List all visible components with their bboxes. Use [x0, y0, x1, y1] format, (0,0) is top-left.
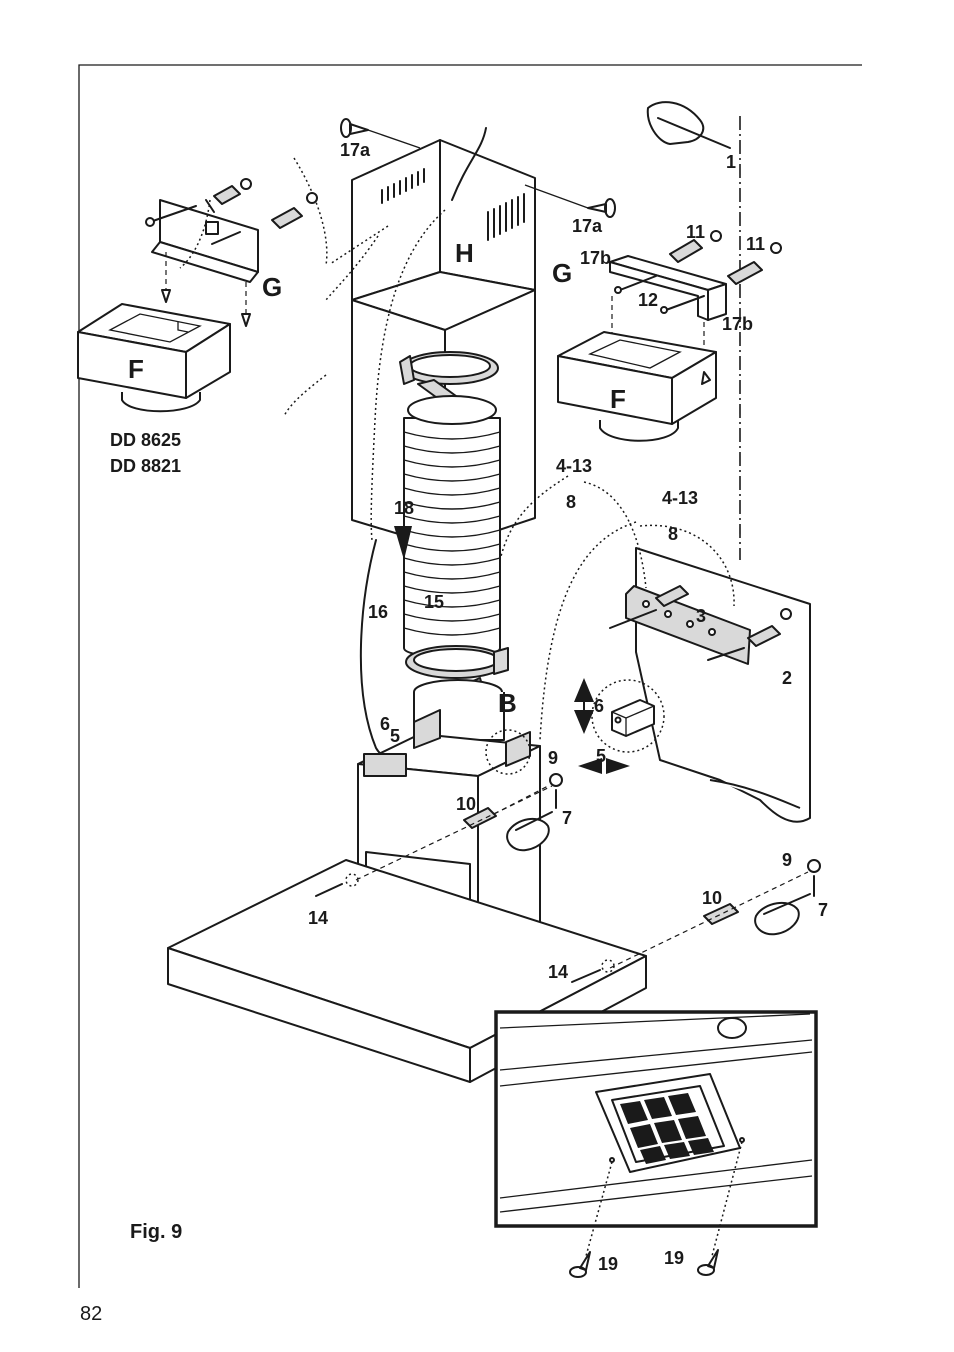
- label-15: 15: [424, 592, 444, 612]
- screw-path: [609, 871, 809, 969]
- label-1: 1: [726, 152, 736, 172]
- label-H: H: [455, 238, 474, 268]
- mounting-bracket-detail: [611, 699, 655, 737]
- label-B: B: [498, 688, 517, 718]
- drill-hole: [770, 242, 782, 254]
- label-17a-right: 17a: [572, 216, 603, 236]
- page-number: 82: [80, 1303, 102, 1325]
- model-dd8821: DD 8821: [110, 456, 181, 476]
- label-11-a: 11: [686, 222, 705, 242]
- label-6-motor: 6: [380, 714, 390, 734]
- label-19-right: 19: [664, 1248, 684, 1268]
- guide-line: [283, 374, 327, 417]
- label-8-lower: 8: [668, 524, 678, 544]
- figure-caption: Fig. 9: [130, 1221, 182, 1243]
- bracket-G-right: [609, 255, 727, 321]
- screw-path: [585, 1161, 613, 1257]
- label-G-right: G: [552, 258, 572, 288]
- guide-line: [293, 157, 328, 266]
- chimney-vents-left: [381, 168, 425, 204]
- drill-hole: [807, 859, 821, 873]
- screw-14-right-icon: [571, 959, 615, 983]
- label-8-upper: 8: [566, 492, 576, 512]
- wall-panel-2: [609, 547, 811, 823]
- label-17b-top: 17b: [580, 248, 611, 268]
- label-19-left: 19: [598, 1254, 618, 1274]
- wall-plug-11-a-icon: [669, 239, 703, 263]
- hand-marking-icon: [646, 101, 731, 149]
- label-F-left: F: [128, 354, 144, 384]
- duct-clamp-top: [399, 351, 499, 401]
- label-F-right: F: [610, 384, 626, 414]
- wall-plug-G-left-1-icon: [213, 178, 252, 205]
- label-3: 3: [696, 606, 706, 626]
- dotted-arc: [639, 524, 735, 607]
- vertical-adjust-arrow-icon: [574, 678, 594, 734]
- screw-19-left-icon: [569, 1251, 591, 1278]
- arrow-18-icon: [394, 526, 412, 560]
- guide-line: [325, 235, 379, 301]
- small-screw-icon: [161, 289, 171, 303]
- grease-filter-grid: [620, 1093, 714, 1164]
- hand-marking-middle-icon: [506, 811, 553, 852]
- label-14-right: 14: [548, 962, 568, 982]
- label-17b-bottom: 17b: [722, 314, 753, 334]
- screw-14-left-icon: [315, 873, 359, 897]
- label-11-b: 11: [746, 234, 765, 254]
- wall-plug-10-middle-icon: [463, 807, 497, 829]
- label-18: 18: [394, 498, 414, 518]
- wall-plug-10-right-icon: [703, 903, 739, 925]
- detail-circle: [485, 729, 531, 775]
- label-9-right: 9: [782, 850, 792, 870]
- label-5-detail: 5: [596, 746, 606, 766]
- flexible-duct-15: [403, 395, 501, 658]
- page-frame: [78, 64, 862, 1288]
- screw-17a-left-icon: [340, 118, 421, 149]
- wall-plug-G-left-2-icon: [271, 192, 318, 229]
- horizontal-adjust-arrow-icon: [578, 758, 630, 774]
- screw-path: [355, 785, 553, 881]
- label-6-detail: 6: [594, 696, 604, 716]
- label-14-left: 14: [308, 908, 328, 928]
- label-7-right: 7: [818, 900, 828, 920]
- label-7-middle: 7: [562, 808, 572, 828]
- label-4-13-lower: 4-13: [662, 488, 698, 508]
- label-12: 12: [638, 290, 658, 310]
- label-10-middle: 10: [456, 794, 476, 814]
- bracket-G-left: [145, 199, 259, 283]
- drill-hole: [710, 230, 722, 242]
- label-17a-left: 17a: [340, 140, 371, 160]
- label-9-middle: 9: [548, 748, 558, 768]
- wall-plug-11-b-icon: [727, 261, 763, 285]
- small-screw-icon: [241, 313, 251, 327]
- inset-filter-detail: [494, 1010, 818, 1228]
- model-dd8625: DD 8625: [110, 430, 181, 450]
- detail-circle-mount: [591, 679, 665, 753]
- screw-19-right-icon: [697, 1249, 719, 1276]
- screw-17a-right-icon: [524, 184, 616, 218]
- hand-marking-right-icon: [754, 893, 811, 936]
- label-16: 16: [368, 602, 388, 622]
- label-2: 2: [782, 668, 792, 688]
- dotted-arc: [583, 481, 647, 589]
- drill-hole: [549, 773, 563, 787]
- filter-housing-F-left: [77, 303, 231, 413]
- label-10-right: 10: [702, 888, 722, 908]
- label-5-motor: 5: [390, 726, 400, 746]
- guide-line: [329, 225, 389, 265]
- label-4-13-upper: 4-13: [556, 456, 592, 476]
- label-G-left: G: [262, 272, 282, 302]
- chimney-vents-right: [487, 193, 525, 241]
- filter-housing-F-right: [557, 296, 717, 442]
